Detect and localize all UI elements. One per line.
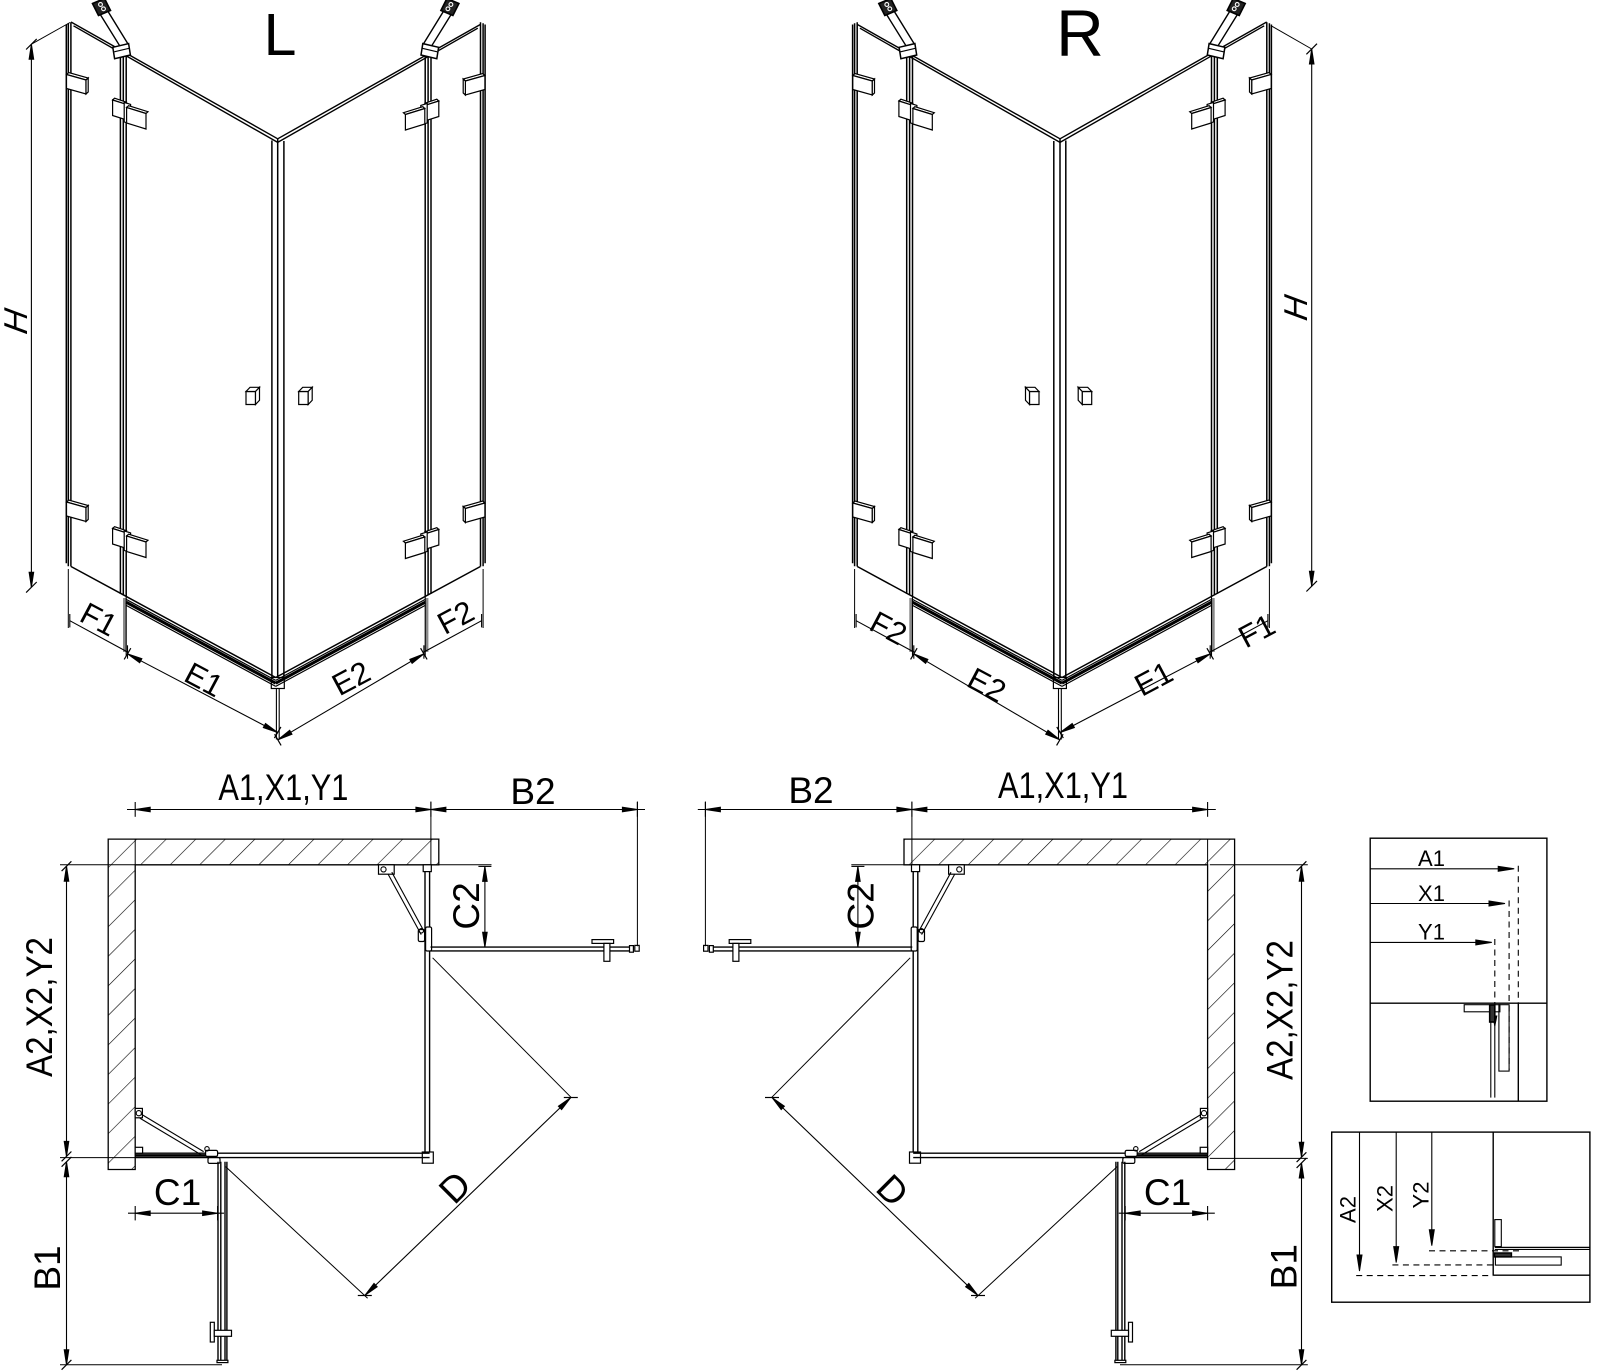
svg-text:A1,X1,Y1: A1,X1,Y1 xyxy=(998,765,1128,806)
svg-text:C1: C1 xyxy=(1144,1172,1191,1213)
svg-text:C2: C2 xyxy=(446,882,487,929)
svg-text:B2: B2 xyxy=(510,771,555,812)
svg-text:L: L xyxy=(264,2,297,68)
svg-text:C1: C1 xyxy=(154,1172,201,1213)
svg-text:A2,X2,Y2: A2,X2,Y2 xyxy=(1259,940,1300,1080)
svg-text:A2: A2 xyxy=(1335,1196,1360,1223)
svg-text:X1: X1 xyxy=(1418,881,1445,906)
svg-text:A1,X1,Y1: A1,X1,Y1 xyxy=(218,767,348,808)
svg-text:B1: B1 xyxy=(27,1245,68,1290)
svg-text:Y1: Y1 xyxy=(1418,919,1445,944)
svg-text:X2: X2 xyxy=(1372,1185,1397,1212)
svg-text:R: R xyxy=(1056,0,1104,70)
svg-text:A2,X2,Y2: A2,X2,Y2 xyxy=(19,937,60,1077)
svg-text:Y2: Y2 xyxy=(1408,1182,1433,1209)
svg-text:A1: A1 xyxy=(1418,846,1445,871)
svg-text:B1: B1 xyxy=(1263,1244,1304,1289)
svg-text:C2: C2 xyxy=(841,882,882,929)
svg-text:B2: B2 xyxy=(788,770,833,811)
